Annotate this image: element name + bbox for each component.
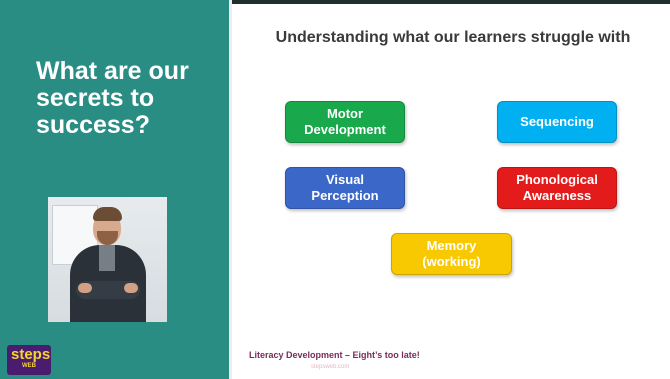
top-border <box>0 0 670 4</box>
right-hand <box>124 283 138 293</box>
presenter-photo <box>48 197 167 322</box>
logo-sub: WEB <box>22 363 36 369</box>
logo-main: steps <box>11 346 51 363</box>
visual-perception-box: Visual Perception <box>285 167 405 209</box>
footer-text: Literacy Development – Eight’s too late! <box>249 350 420 360</box>
left-hand <box>78 283 92 293</box>
left-panel: What are our secrets to success? steps W… <box>0 0 229 379</box>
person-shirt <box>99 245 115 271</box>
person-hair <box>93 207 122 221</box>
left-title: What are our secrets to success? <box>36 57 189 139</box>
footer-url: stepsweb.com <box>311 364 350 370</box>
phonological-awareness-box: Phonological Awareness <box>497 167 617 209</box>
memory-working-box: Memory (working) <box>391 233 512 275</box>
sequencing-box: Sequencing <box>497 101 617 143</box>
main-title: Understanding what our learners struggle… <box>275 29 631 46</box>
motor-development-box: Motor Development <box>285 101 405 143</box>
panel-divider <box>229 0 232 379</box>
steps-web-logo: steps WEB <box>7 345 51 375</box>
person-beard <box>97 231 118 245</box>
